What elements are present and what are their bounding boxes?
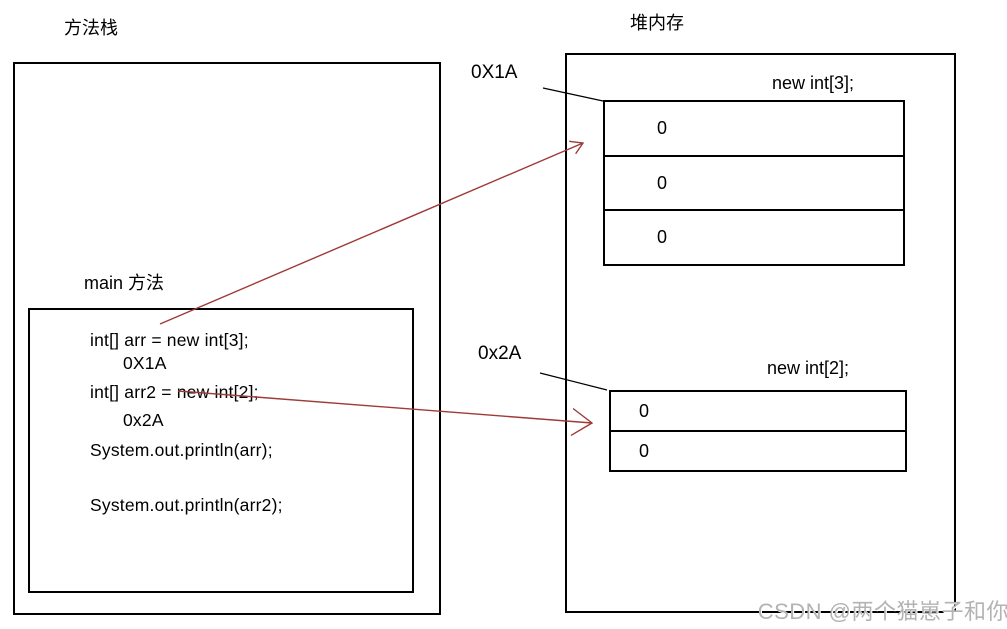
array-cell: 0 bbox=[639, 440, 650, 461]
heap-array-int2: 0 0 bbox=[609, 390, 907, 472]
array-cell: 0 bbox=[611, 392, 905, 432]
heap-address-label-0x1a: 0X1A bbox=[471, 62, 518, 83]
array-cell: 0 bbox=[605, 157, 903, 212]
code-line-arr2-declaration: int[] arr2 = new int[2]; bbox=[90, 382, 259, 402]
code-line-arr-address-value: 0X1A bbox=[123, 353, 167, 373]
code-line-println-arr2: System.out.println(arr2); bbox=[90, 495, 283, 515]
heap-memory-title: 堆内存 bbox=[630, 13, 684, 33]
array-cell: 0 bbox=[657, 227, 668, 248]
heap-address-label-0x2a: 0x2A bbox=[478, 343, 522, 364]
code-line-println-arr: System.out.println(arr); bbox=[90, 440, 273, 460]
array-cell: 0 bbox=[605, 102, 903, 157]
new-int2-label: new int[2]; bbox=[767, 358, 850, 378]
csdn-watermark: CSDN @两个猫崽子和你 bbox=[757, 599, 1007, 624]
method-stack-title: 方法栈 bbox=[64, 18, 118, 38]
new-int3-label: new int[3]; bbox=[772, 73, 855, 93]
main-method-label: main 方法 bbox=[84, 273, 165, 293]
heap-memory-box bbox=[565, 53, 956, 613]
method-stack-box: main 方法 int[] arr = new int[3]; 0X1A int… bbox=[13, 62, 441, 615]
heap-array-int3: 0 0 0 bbox=[603, 100, 905, 266]
main-method-frame: int[] arr = new int[3]; 0X1A int[] arr2 … bbox=[28, 308, 414, 593]
code-line-arr-declaration: int[] arr = new int[3]; bbox=[90, 330, 249, 350]
code-line-arr2-address-value: 0x2A bbox=[123, 410, 164, 430]
